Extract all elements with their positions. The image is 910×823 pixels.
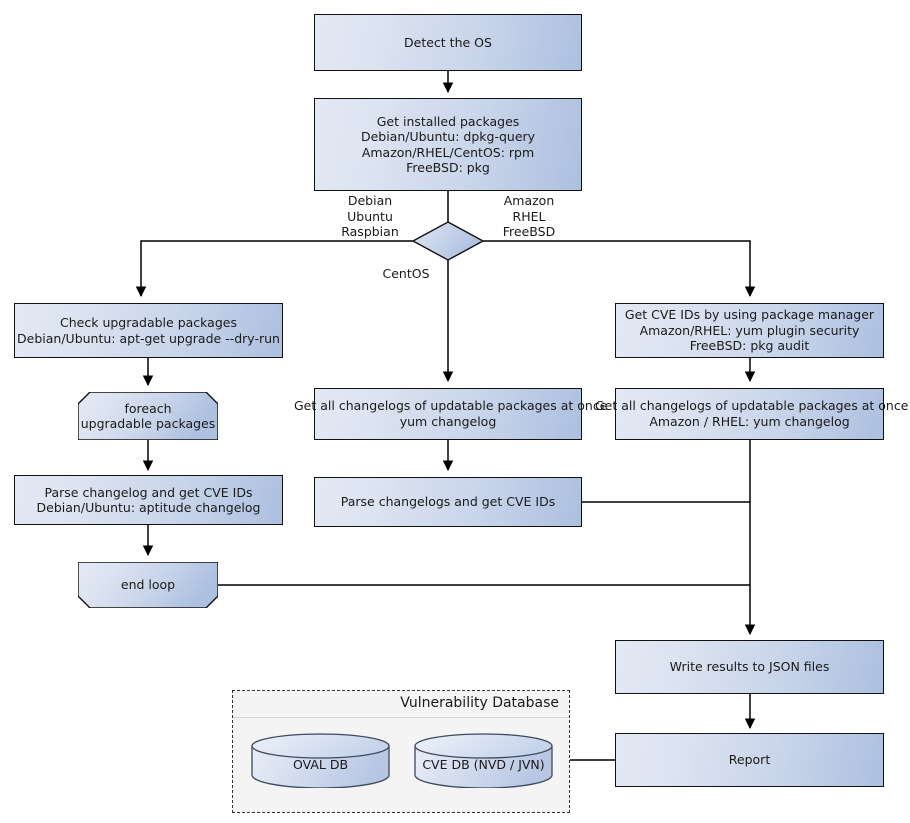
node-report-label: Report [728, 752, 771, 768]
node-check-upgradable-line1: Check upgradable packages [60, 315, 237, 330]
node-write-results[interactable]: Write results to JSON files [615, 640, 884, 694]
edge-label-center-branch-line1: CentOS [382, 266, 430, 281]
edge-label-right-branch-line1: Amazon [503, 193, 555, 208]
edge-label-right-branch: Amazon RHEL FreeBSD [489, 193, 569, 240]
node-parse-changelogs-center[interactable]: Parse changelogs and get CVE IDs [314, 477, 582, 527]
node-check-upgradable-line2: Debian/Ubuntu: apt-get upgrade --dry-run [17, 330, 280, 346]
vulnerability-database-divider [233, 717, 569, 718]
node-write-results-label: Write results to JSON files [669, 659, 830, 675]
node-get-cve-pkgmgr-line2: Amazon/RHEL: yum plugin security [639, 322, 860, 338]
node-check-upgradable[interactable]: Check upgradable packages Debian/Ubuntu:… [14, 303, 283, 358]
node-parse-changelog-left-line1: Parse changelog and get CVE IDs [44, 484, 253, 500]
edge-label-left-branch-line1: Debian [347, 193, 393, 208]
node-get-cve-pkgmgr[interactable]: Get CVE IDs by using package manager Ama… [615, 303, 884, 358]
node-get-installed-packages[interactable]: Get installed packages Debian/Ubuntu: dp… [314, 98, 582, 191]
node-get-installed-packages-line2: Debian/Ubuntu: dpkg-query [360, 129, 536, 144]
node-get-installed-packages-line4: FreeBSD: pkg [406, 160, 490, 175]
node-end-loop[interactable]: end loop [78, 562, 218, 608]
edge-decision-right [483, 240, 756, 298]
node-get-installed-packages-line3: Amazon/RHEL/CentOS: rpm [361, 144, 535, 160]
node-changelogs-right[interactable] [615, 388, 884, 440]
node-get-cve-pkgmgr-line1: Get CVE IDs by using package manager [624, 307, 875, 323]
edge-label-left-branch-line3: Raspbian [341, 224, 399, 239]
node-parse-changelogs-center-label: Parse changelogs and get CVE IDs [340, 494, 556, 510]
edge-label-left-branch: Debian Ubuntu Raspbian [330, 193, 410, 240]
datastore-cve-db[interactable]: CVE DB (NVD / JVN) [414, 733, 553, 789]
node-end-loop-label: end loop [120, 577, 176, 593]
oval-db-cylinder-shape [251, 733, 390, 789]
node-parse-changelog-left-line2: Debian/Ubuntu: aptitude changelog [36, 500, 261, 515]
decision-diamond-shape [411, 221, 485, 261]
node-foreach-loop-line2: upgradable packages [80, 416, 216, 431]
edge-label-right-branch-line2: RHEL [512, 208, 546, 224]
node-parse-changelog-left[interactable]: Parse changelog and get CVE IDs Debian/U… [14, 475, 283, 525]
node-get-installed-packages-line1: Get installed packages [376, 113, 520, 129]
node-changelogs-center[interactable] [314, 388, 582, 440]
vulnerability-database-title: Vulnerability Database [400, 695, 559, 711]
node-report[interactable]: Report [615, 733, 884, 787]
end-loop-shape [78, 562, 218, 608]
datastore-oval-db[interactable]: OVAL DB [251, 733, 390, 789]
node-foreach-loop[interactable]: foreach upgradable packages [78, 392, 218, 440]
node-get-cve-pkgmgr-line3: FreeBSD: pkg audit [689, 338, 810, 354]
node-foreach-loop-line1: foreach [124, 400, 172, 416]
foreach-loop-shape [78, 392, 218, 440]
node-detect-os[interactable]: Detect the OS [314, 14, 582, 71]
node-detect-os-label: Detect the OS [404, 34, 492, 50]
cve-db-cylinder-shape [414, 733, 553, 789]
edge-label-left-branch-line2: Ubuntu [347, 208, 393, 224]
edge-label-center-branch: CentOS [370, 266, 442, 282]
edge-label-right-branch-line3: FreeBSD [502, 224, 556, 239]
